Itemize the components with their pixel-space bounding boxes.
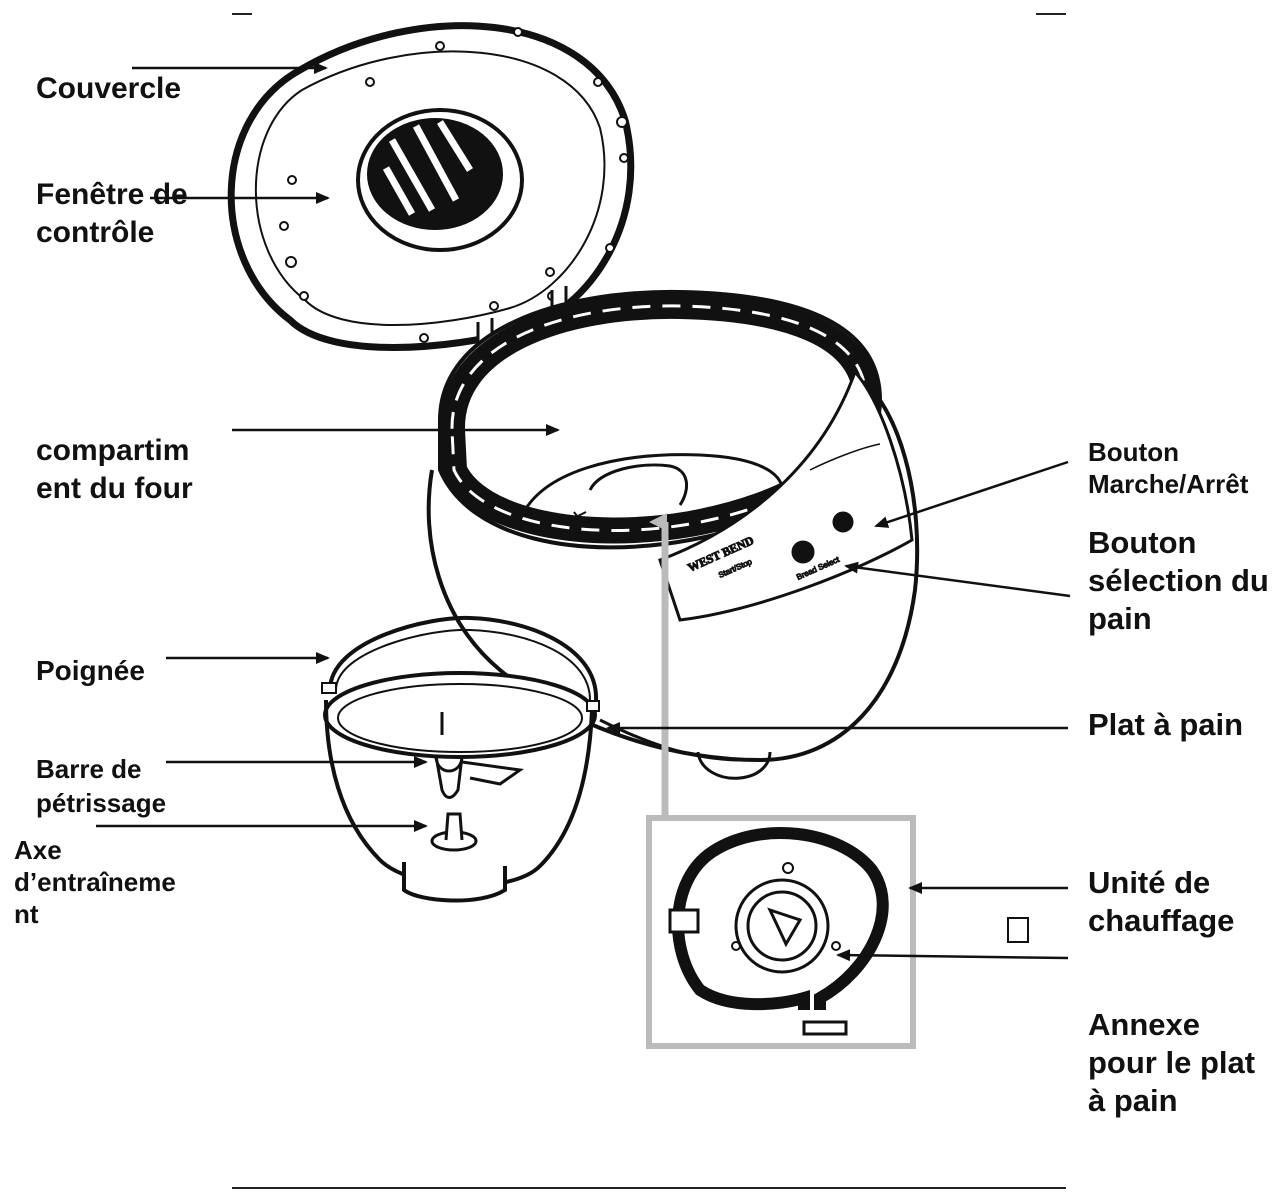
leader-lines	[96, 62, 1071, 962]
label-annexe-plat: Annexe pour le plat à pain	[1088, 1007, 1256, 1118]
label-couvercle: Couvercle	[36, 72, 182, 105]
window-glare	[382, 120, 473, 216]
label-axe-entrainement: Axe d’entraîneme nt	[14, 835, 176, 929]
heating-unit-inset	[646, 513, 1029, 1049]
bread-select-button-illustration	[791, 540, 815, 564]
bread-pan-illustration	[321, 615, 600, 903]
start-stop-button-illustration	[832, 511, 854, 533]
page-rules	[232, 13, 1066, 1189]
label-poignee: Poignée	[36, 655, 145, 686]
label-fenetre-controle: Fenêtre de contrôle	[36, 178, 188, 249]
label-unite-chauffage: Unité de chauffage	[1088, 865, 1235, 938]
lid-screw-holes	[279, 27, 629, 343]
label-plat-pain: Plat à pain	[1088, 707, 1244, 742]
machine-body: WEST BEND Start/Stop Bread Select	[426, 289, 920, 780]
label-barre-petrissage: Barre de pétrissage	[36, 754, 167, 818]
label-bouton-marche-arret: Bouton Marche/Arrêt	[1088, 437, 1249, 499]
label-compartiment-four: compartim ent du four	[36, 434, 193, 505]
label-bouton-selection-pain: Bouton sélection du pain	[1088, 525, 1269, 636]
